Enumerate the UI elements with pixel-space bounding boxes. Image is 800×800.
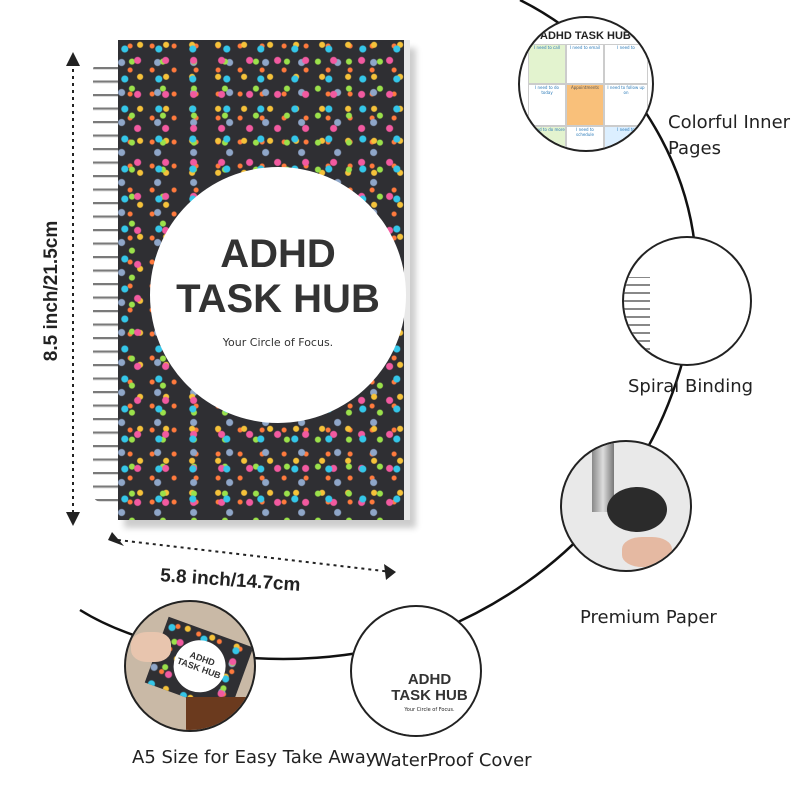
cover-subtitle: Your Circle of Focus. (222, 336, 334, 349)
inner-section: I need to email (566, 44, 604, 84)
inner-pages-photo: ADHD TASK HUB I need to call I need to e… (518, 16, 654, 152)
feature-label-waterproof: WaterProof Cover (374, 750, 532, 771)
paper-thickness-photo (560, 440, 692, 572)
dimension-arrows (72, 62, 393, 573)
inner-section: I need to do more (528, 126, 566, 150)
inner-section: I need to do today (528, 84, 566, 126)
inner-section: I need to (604, 126, 648, 150)
feature-label-paper: Premium Paper (580, 607, 717, 628)
spiral-binding-photo (622, 236, 752, 366)
inner-section: I need to (604, 44, 648, 84)
feature-label-spiral: Spiral Binding (628, 376, 754, 397)
inner-section: I need to call (528, 44, 566, 84)
inner-page-title: ADHD TASK HUB (540, 30, 631, 42)
feature-label-inner-pages: Colorful Inner Pages (668, 112, 791, 159)
inner-section: Appointments (566, 84, 604, 126)
feature-label-a5-size: A5 Size for Easy Take Away (132, 747, 377, 768)
inner-section: I need to follow up on (604, 84, 648, 126)
height-label: 8.5 inch/21.5cm (41, 220, 62, 362)
inner-section: I need to schedule (566, 126, 604, 150)
